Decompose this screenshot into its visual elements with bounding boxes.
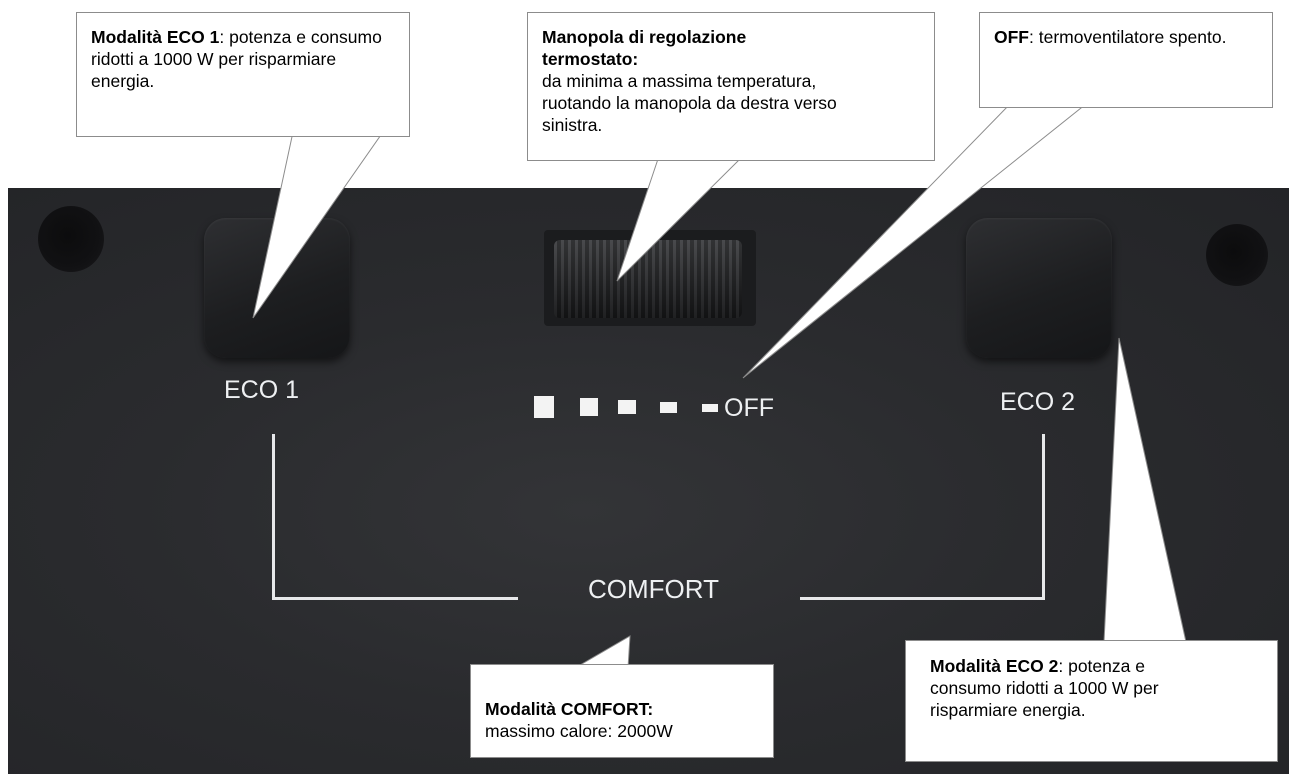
thermostat-callout-title: Manopola di regolazione termostato: (542, 27, 747, 69)
eco1-callout-title: Modalità ECO 1 (91, 27, 220, 47)
temperature-bar-4 (660, 402, 677, 413)
screw-hole-left (38, 206, 104, 272)
off-callout-text: : termoventilatore spento. (1029, 27, 1227, 47)
eco1-label: ECO 1 (224, 376, 300, 404)
eco2-callout-title: Modalità ECO 2 (930, 656, 1059, 676)
comfort-label: COMFORT (588, 574, 719, 604)
comfort-callout-title: Modalità COMFORT: (485, 699, 654, 719)
thermostat-knob[interactable] (554, 240, 742, 318)
eco2-callout: Modalità ECO 2: potenza e consumo ridott… (905, 640, 1278, 762)
eco2-wire-vertical (1042, 434, 1045, 600)
temperature-bar-3 (618, 400, 636, 414)
eco2-wire-horizontal (800, 597, 1045, 600)
thermostat-callout: Manopola di regolazione termostato:da mi… (527, 12, 935, 161)
temperature-bar-2 (580, 398, 598, 416)
eco1-wire-horizontal (272, 597, 518, 600)
thermostat-callout-text: da minima a massima temperatura, ruotand… (542, 71, 837, 135)
screw-hole-right (1206, 224, 1268, 286)
temperature-bar-5 (702, 404, 718, 412)
eco2-callout-pointer (1103, 337, 1187, 643)
off-callout-title: OFF (994, 27, 1029, 47)
eco2-callout-text: : potenza e consumo ridotti a 1000 W per… (930, 656, 1159, 720)
thermostat-callout-pointer (616, 158, 742, 282)
eco1-callout-text: : potenza e consumo ridotti a 1000 W per… (91, 27, 382, 91)
comfort-callout: Modalità COMFORT:massimo calore: 2000W (470, 664, 774, 758)
off-callout: OFF: termoventilatore spento. (979, 12, 1273, 108)
comfort-callout-text: massimo calore: 2000W (485, 721, 673, 741)
eco2-label: ECO 2 (1000, 388, 1076, 416)
temperature-bar-1 (534, 396, 554, 418)
eco1-callout-pointer (252, 131, 384, 319)
off-label: OFF (724, 394, 774, 422)
eco2-button[interactable] (966, 218, 1112, 358)
eco1-callout: Modalità ECO 1: potenza e consumo ridott… (76, 12, 410, 137)
eco1-wire-vertical (272, 434, 275, 600)
